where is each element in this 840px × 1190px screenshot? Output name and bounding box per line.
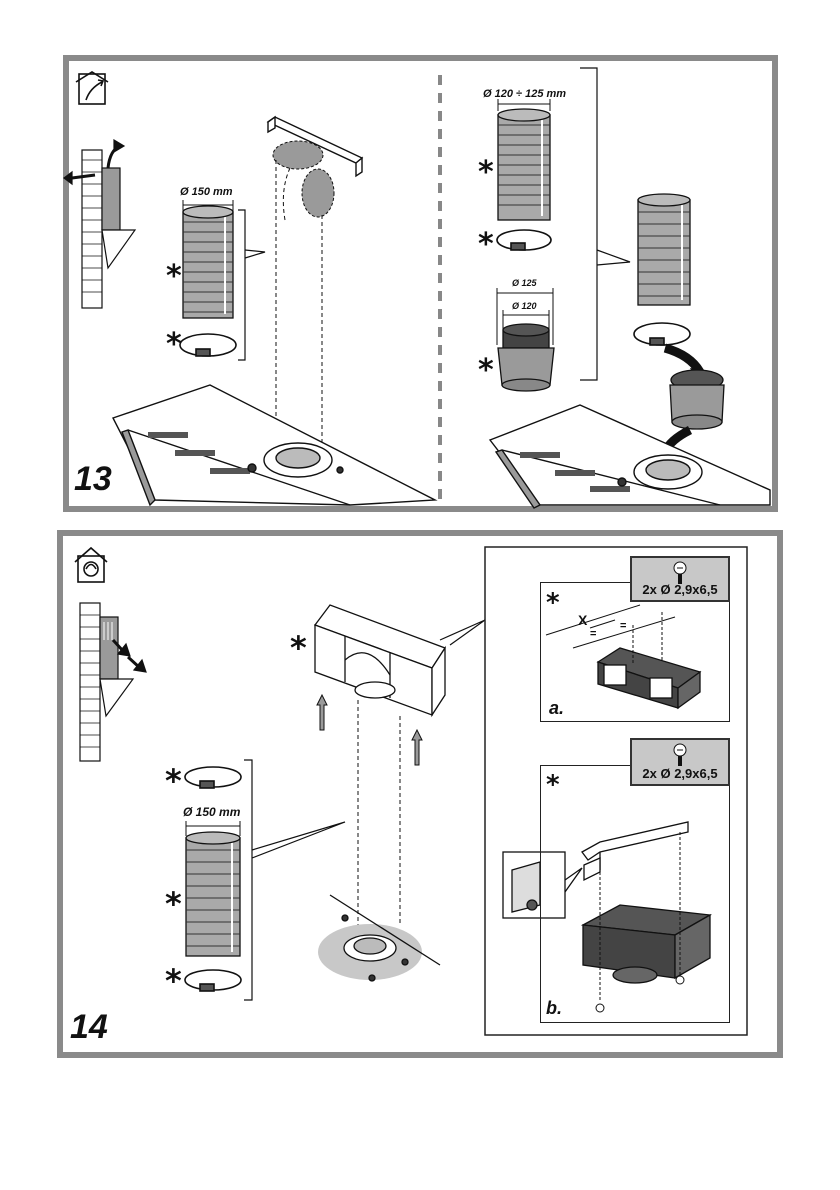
hood-body-left bbox=[112, 384, 438, 507]
dimension-150-arrow bbox=[182, 200, 234, 212]
hood-outlet-highlight bbox=[318, 894, 441, 982]
equal-sign-1: = bbox=[590, 628, 597, 640]
asterisk-clamp: * bbox=[166, 327, 182, 362]
air-deflector-unit bbox=[313, 604, 446, 718]
duct-diameter-150-label-14: Ø 150 mm bbox=[183, 805, 241, 819]
detail-a-box bbox=[540, 582, 730, 722]
asterisk-clamp-right: * bbox=[478, 227, 494, 262]
hose-clamp-bottom-14 bbox=[184, 969, 242, 992]
screw-icon-b bbox=[673, 743, 687, 766]
dimension-125-120-arrows bbox=[496, 288, 554, 345]
asterisk-detail-b: * bbox=[546, 770, 560, 800]
dimension-150-arrow-14 bbox=[185, 821, 241, 836]
detail-b-deflector bbox=[580, 904, 713, 984]
flexible-duct-120-125 bbox=[497, 108, 551, 221]
duct-outlet-projection bbox=[272, 140, 324, 170]
asterisk-deflector: * bbox=[290, 629, 307, 667]
asterisk-clamp-bottom-14: * bbox=[165, 962, 182, 1000]
adapter-diameter-125-label: Ø 125 bbox=[512, 278, 537, 288]
wall-hood-side-view bbox=[63, 138, 137, 309]
duct-outlet-projection-2 bbox=[301, 168, 335, 218]
hose-clamp-top-14 bbox=[184, 766, 242, 789]
equal-sign-2: = bbox=[620, 620, 627, 632]
flexible-duct-150-14 bbox=[185, 831, 241, 957]
recirculation-icon bbox=[74, 546, 108, 583]
asterisk-adapter: * bbox=[478, 353, 494, 388]
screw-spec-a: 2x Ø 2,9x6,5 bbox=[642, 582, 718, 597]
screw-icon bbox=[673, 561, 687, 584]
screw-spec-box-a: 2x Ø 2,9x6,5 bbox=[630, 556, 730, 602]
reducer-installed bbox=[669, 369, 725, 430]
adapter-diameter-120-label: Ø 120 bbox=[512, 301, 537, 311]
hood-body-right bbox=[488, 404, 771, 509]
detail-b-label: b. bbox=[546, 998, 562, 1018]
airflow-arrows bbox=[316, 693, 423, 766]
callout-to-detail bbox=[439, 619, 486, 646]
mounting-bracket bbox=[266, 115, 364, 178]
hose-clamp-assembly bbox=[633, 322, 691, 346]
bracket-callout-14 bbox=[244, 759, 346, 1001]
detail-b-box bbox=[540, 765, 730, 1023]
asterisk-duct-right: * bbox=[478, 155, 494, 190]
detail-frame bbox=[484, 546, 748, 1036]
screw-icons-b bbox=[595, 975, 685, 1013]
detail-b-guides bbox=[599, 832, 681, 1000]
dimension-120-125-arrow bbox=[497, 99, 551, 111]
figure-14-number: 14 bbox=[70, 1008, 108, 1046]
exhaust-outside-icon bbox=[75, 71, 109, 105]
assembled-duct bbox=[637, 193, 691, 306]
inset-detail bbox=[502, 851, 583, 919]
screw-spec-box-b: 2x Ø 2,9x6,5 bbox=[630, 738, 730, 786]
bracket-callout bbox=[238, 209, 266, 361]
detail-a-deflector bbox=[545, 604, 702, 710]
hose-clamp-right bbox=[496, 229, 552, 251]
screw-spec-b: 2x Ø 2,9x6,5 bbox=[642, 766, 718, 781]
figure-13-number: 13 bbox=[74, 460, 112, 498]
install-arrow-1 bbox=[663, 343, 704, 375]
duct-diameter-120-125-label: Ø 120 ÷ 125 mm bbox=[483, 88, 567, 100]
alignment-guides bbox=[275, 160, 323, 450]
flexible-duct-150 bbox=[182, 205, 234, 319]
hose-clamp bbox=[179, 333, 237, 357]
detail-a-label: a. bbox=[549, 698, 565, 718]
reducer-adapter bbox=[497, 323, 555, 392]
asterisk-detail-a: * bbox=[546, 588, 560, 618]
alignment-guides-14 bbox=[357, 700, 401, 925]
duct-diameter-150-label: Ø 150 mm bbox=[180, 186, 233, 198]
wall-hood-side-view-recirculation bbox=[79, 602, 147, 762]
asterisk-duct: * bbox=[166, 259, 182, 294]
asterisk-clamp-top-14: * bbox=[165, 762, 182, 800]
bracket-callout-right bbox=[580, 67, 631, 381]
asterisk-duct-14: * bbox=[165, 885, 182, 923]
detail-b-bracket bbox=[581, 821, 689, 882]
measure-x-label: X bbox=[578, 612, 588, 628]
